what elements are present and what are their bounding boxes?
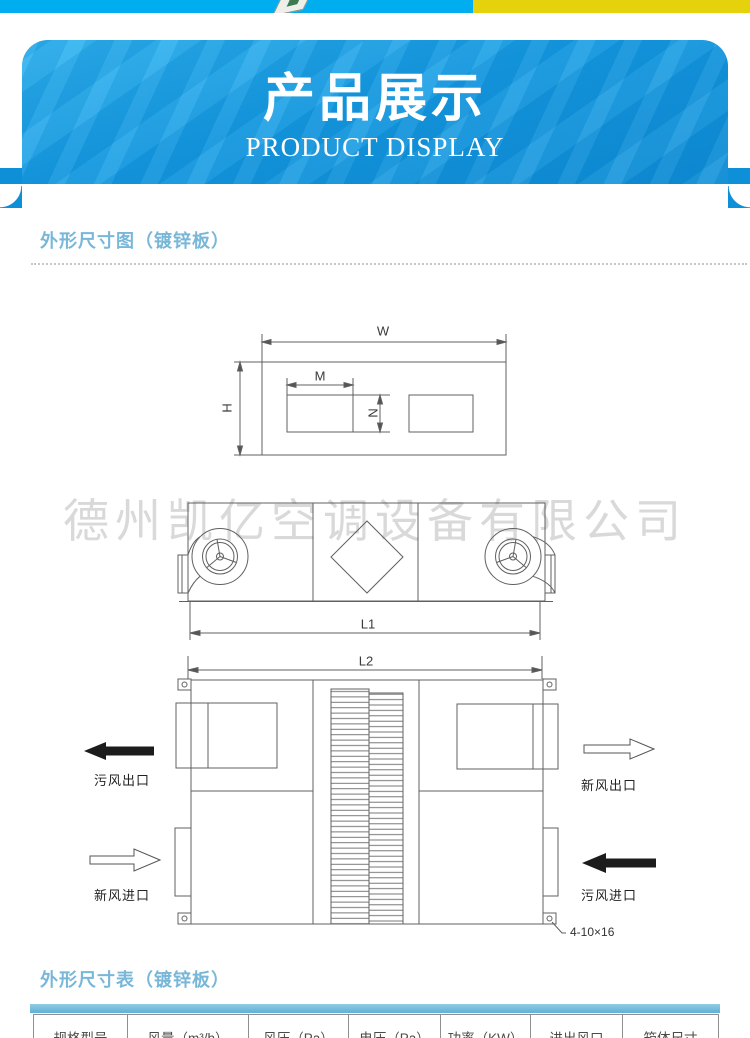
banner-flare-right [728, 186, 750, 208]
spec-table: 规格型号 风量（m³/h） 风压（Pa） 电压（Pa） 功率（KW） 进出风口 … [33, 1014, 719, 1038]
dirty-air-inlet-arrow [582, 853, 656, 873]
fan-left-icon [177, 528, 249, 594]
top-bar [0, 0, 750, 13]
spec-table-header-row: 规格型号 风量（m³/h） 风压（Pa） 电压（Pa） 功率（KW） 进出风口 … [33, 1014, 719, 1038]
col-header-airflow: 风量（m³/h） [127, 1014, 249, 1038]
top-bar-blue-segment [0, 0, 473, 13]
fan-right-icon [484, 528, 556, 594]
dirty-air-outlet-label: 污风出口 [93, 773, 151, 788]
banner-card [22, 40, 728, 184]
dimension-diagram: 德州凯亿空调设备有限公司 [0, 300, 750, 960]
col-header-pressure: 风压（Pa） [248, 1014, 349, 1038]
fresh-air-outlet-label: 新风出口 [580, 778, 638, 793]
banner-subtitle: PRODUCT DISPLAY [245, 132, 505, 162]
dim-label-l2: L2 [358, 653, 374, 669]
side-view-drawing [177, 502, 556, 640]
heat-exchanger-icon [330, 520, 404, 594]
banner-flare-left [0, 186, 22, 208]
dim-label-m: M [314, 368, 326, 384]
front-view-drawing [174, 656, 566, 934]
fresh-air-inlet-arrow [89, 848, 162, 872]
mounting-hole-note: 4-10×16 [570, 925, 615, 939]
fresh-air-outlet-arrow [583, 738, 656, 760]
col-header-box-size: 箱体尺寸 [622, 1014, 719, 1038]
company-watermark: 德州凯亿空调设备有限公司 [63, 495, 687, 547]
dotted-divider [31, 263, 747, 265]
top-view-drawing [234, 334, 508, 457]
airflow-arrows [84, 738, 656, 873]
col-header-ports: 进出风口 [530, 1014, 623, 1038]
banner-title: 产品展示 [262, 70, 487, 128]
top-bar-yellow-segment [473, 0, 750, 13]
diagram-section-title: 外形尺寸图（镀锌板） [40, 231, 230, 251]
table-section-title: 外形尺寸表（镀锌板） [40, 970, 230, 990]
fresh-air-inlet-label: 新风进口 [93, 888, 151, 903]
mounting-brackets [177, 678, 557, 925]
dim-label-l1: L1 [360, 616, 376, 632]
col-header-voltage: 电压（Pa） [348, 1014, 441, 1038]
col-header-model: 规格型号 [33, 1014, 128, 1038]
dim-label-n: N [365, 408, 381, 418]
dim-label-w: W [376, 323, 390, 339]
package-box-icon [271, 0, 315, 13]
dim-label-h: H [219, 403, 235, 413]
dirty-air-inlet-label: 污风进口 [580, 888, 638, 903]
col-header-power: 功率（KW） [440, 1014, 531, 1038]
dirty-air-outlet-arrow [84, 742, 154, 760]
product-display-banner: 产品展示 PRODUCT DISPLAY [0, 40, 750, 208]
technical-drawing-svg [84, 334, 656, 934]
blue-divider-bar [30, 1004, 720, 1013]
